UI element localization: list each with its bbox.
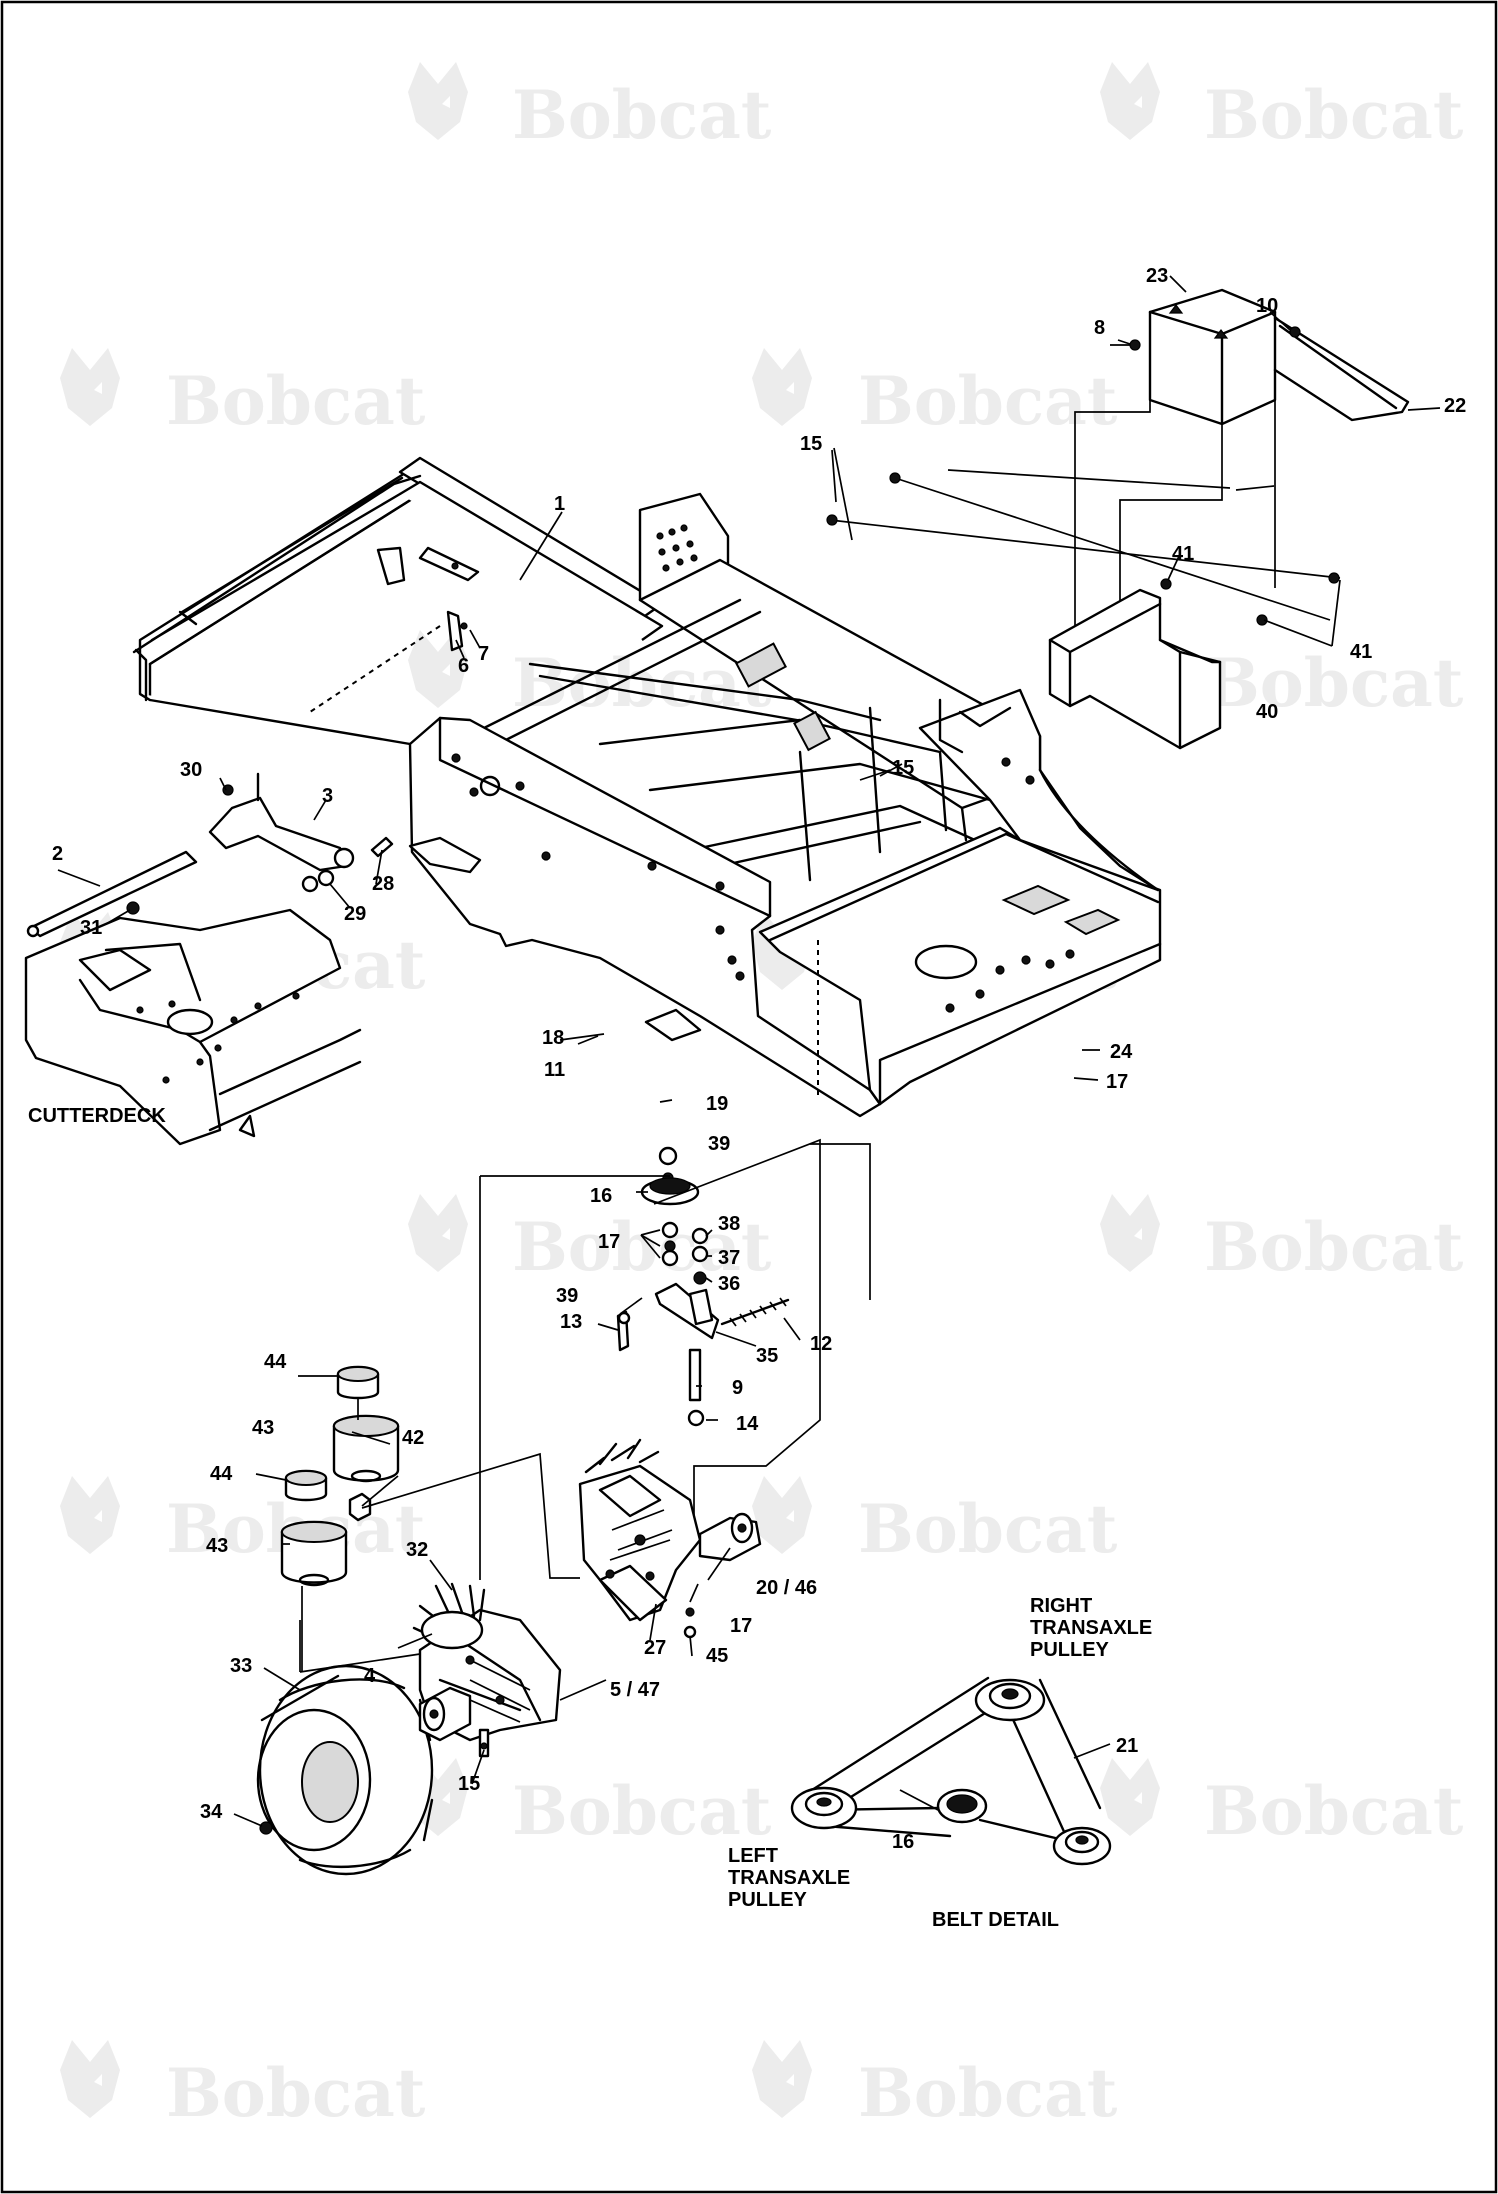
callout-9: 9	[732, 1377, 743, 1399]
svg-text:Bobcat: Bobcat	[512, 1772, 772, 1850]
battery-assembly	[826, 288, 1410, 750]
callout-13: 13	[560, 1311, 582, 1333]
callout-20-46: 20 / 46	[756, 1577, 817, 1599]
svg-text:Bobcat: Bobcat	[512, 1208, 772, 1286]
callout-2: 2	[52, 843, 63, 865]
watermark-logo: Bobcat	[752, 1476, 1118, 1568]
callout-44-bot: 44	[210, 1463, 233, 1485]
belt-detail-label: BELT DETAIL	[932, 1909, 1059, 1931]
watermark-logo: Bobcat	[752, 2040, 1118, 2132]
callout-30: 30	[180, 759, 202, 781]
callout-6: 6	[458, 655, 469, 677]
watermark-logo: Bobcat	[1100, 630, 1464, 722]
callout-12: 12	[810, 1333, 832, 1355]
callout-7: 7	[478, 643, 489, 665]
watermark-logo: Bobcat	[408, 1758, 772, 1850]
callout-39-left: 39	[556, 1285, 578, 1307]
callout-29: 29	[344, 903, 366, 925]
callout-8: 8	[1094, 317, 1105, 339]
callout-42: 42	[402, 1427, 424, 1449]
left-transaxle	[256, 1582, 562, 1876]
section-labels: CUTTERDECK RIGHT TRANSAXLE PULLEY LEFT T…	[28, 1105, 1152, 1931]
svg-text:Bobcat: Bobcat	[858, 362, 1118, 440]
callout-3: 3	[322, 785, 333, 807]
callout-16: 16	[590, 1185, 612, 1207]
callout-40: 40	[1256, 701, 1278, 723]
left-pulley-label-line3: PULLEY	[728, 1889, 808, 1911]
callout-17-trans: 17	[730, 1615, 752, 1637]
watermark-logo: Bobcat	[1100, 1758, 1464, 1850]
svg-text:Bobcat: Bobcat	[512, 76, 772, 154]
callout-17-right: 17	[1106, 1071, 1128, 1093]
callout-39-top: 39	[708, 1133, 730, 1155]
callout-43-bot: 43	[206, 1535, 228, 1557]
svg-text:Bobcat: Bobcat	[166, 2054, 426, 2132]
svg-text:Bobcat: Bobcat	[858, 2054, 1118, 2132]
callout-27: 27	[644, 1637, 666, 1659]
left-pulley-label-line2: TRANSAXLE	[728, 1867, 850, 1889]
watermark-logo: Bobcat	[1100, 62, 1464, 154]
lift-arm-assembly	[24, 610, 468, 1146]
callout-11: 11	[544, 1059, 565, 1081]
callout-45: 45	[706, 1645, 728, 1667]
callout-5-47: 5 / 47	[610, 1679, 660, 1701]
callout-38: 38	[718, 1213, 740, 1235]
watermark-logo: Bobcat	[60, 348, 426, 440]
watermark-logo: Bobcat	[752, 348, 1118, 440]
callout-24: 24	[1110, 1041, 1133, 1063]
callout-43-top: 43	[252, 1417, 274, 1439]
callout-35: 35	[756, 1345, 778, 1367]
right-pulley-label-line3: PULLEY	[1030, 1639, 1110, 1661]
callout-labels: 1 2 3 4 5 / 47 6 7 8 9 10 11 12 13 14 15…	[52, 265, 1466, 1853]
watermark-logo: Bobcat	[60, 1476, 426, 1568]
svg-text:Bobcat: Bobcat	[1204, 1772, 1464, 1850]
callout-36: 36	[718, 1273, 740, 1295]
svg-text:Bobcat: Bobcat	[166, 362, 426, 440]
bushing-assembly	[280, 1365, 580, 1672]
svg-text:Bobcat: Bobcat	[1204, 1208, 1464, 1286]
left-pulley-label-line1: LEFT	[728, 1845, 778, 1867]
leader-lines	[57, 275, 1441, 1827]
belt-detail	[790, 1676, 1112, 1866]
callout-32: 32	[406, 1539, 428, 1561]
idler-assembly	[479, 1138, 871, 1580]
callout-1: 1	[554, 493, 565, 515]
callout-37: 37	[718, 1247, 740, 1269]
callout-4: 4	[364, 1665, 376, 1687]
callout-23: 23	[1146, 265, 1168, 287]
callout-10: 10	[1256, 295, 1278, 317]
callout-15-mid: 15	[892, 757, 914, 779]
watermark-logo: Bobcat	[1100, 1194, 1464, 1286]
callout-21: 21	[1116, 1735, 1138, 1757]
callout-31: 31	[80, 917, 102, 939]
callout-33: 33	[230, 1655, 252, 1677]
watermark-logo: Bobcat	[60, 2040, 426, 2132]
callout-44-top: 44	[264, 1351, 287, 1373]
watermark-logo: Bobcat	[408, 1194, 772, 1286]
right-pulley-label-line1: RIGHT	[1030, 1595, 1092, 1617]
callout-19: 19	[706, 1093, 728, 1115]
main-frame	[132, 456, 1162, 1118]
callout-15-top: 15	[800, 433, 822, 455]
callout-16-belt: 16	[892, 1831, 914, 1853]
svg-text:Bobcat: Bobcat	[1204, 76, 1464, 154]
callout-17-stack: 17	[598, 1231, 620, 1253]
callout-28: 28	[372, 873, 394, 895]
cutterdeck-label: CUTTERDECK	[28, 1105, 166, 1127]
callout-34: 34	[200, 1801, 223, 1823]
right-pulley-label-line2: TRANSAXLE	[1030, 1617, 1152, 1639]
callout-41-bot: 41	[1350, 641, 1372, 663]
callout-15-bot: 15	[458, 1773, 480, 1795]
callout-22: 22	[1444, 395, 1466, 417]
callout-41-top: 41	[1172, 543, 1194, 565]
callout-14: 14	[736, 1413, 759, 1435]
svg-text:Bobcat: Bobcat	[1204, 644, 1464, 722]
watermark-logo: Bobcat	[408, 62, 772, 154]
svg-text:Bobcat: Bobcat	[858, 1490, 1118, 1568]
right-transaxle	[578, 1438, 762, 1639]
callout-18: 18	[542, 1027, 564, 1049]
